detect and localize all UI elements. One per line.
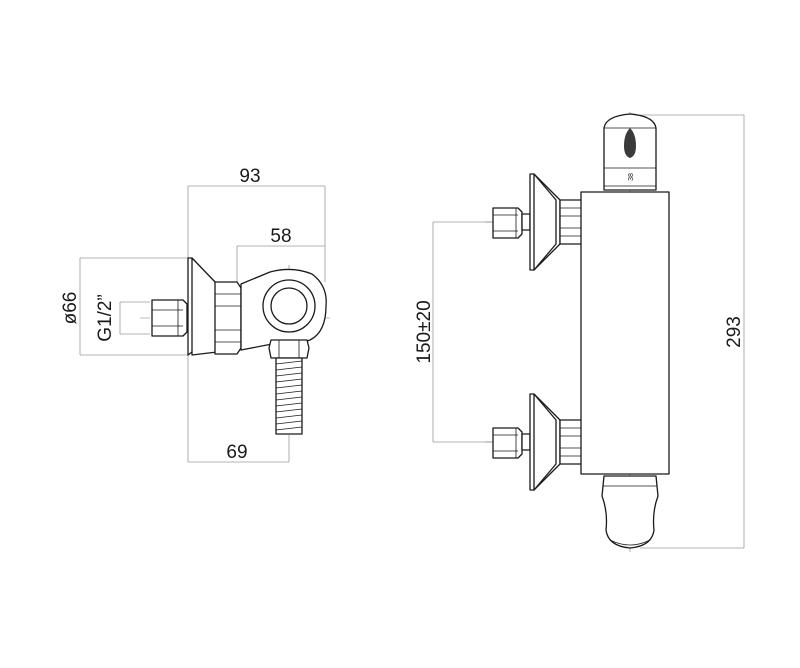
mixer-body <box>580 191 670 475</box>
dim-93: 93 <box>239 166 260 187</box>
side-outlet-nut <box>268 339 310 359</box>
side-inlet-nut <box>151 299 188 337</box>
handle-marking: 38 <box>628 173 635 181</box>
dim-thread: G1/2” <box>95 294 116 342</box>
temperature-handle: 38 <box>603 113 657 191</box>
front-view: 38 150±20 293 <box>414 112 745 552</box>
side-view: 93 58 69 ø66 G1/2” <box>60 166 330 463</box>
dim-flange-diameter: ø66 <box>60 292 81 325</box>
dim-inlet-spacing: 150±20 <box>414 300 435 363</box>
flow-handle <box>601 475 659 549</box>
upper-inlet <box>492 173 584 271</box>
dim-69: 69 <box>226 442 247 463</box>
lower-inlet <box>492 393 584 491</box>
dim-58: 58 <box>270 226 291 247</box>
dim-overall-height: 293 <box>724 316 745 348</box>
handle-indicator-icon <box>624 128 636 158</box>
side-connecting-nut <box>214 281 242 355</box>
side-shower-hose <box>275 357 303 435</box>
